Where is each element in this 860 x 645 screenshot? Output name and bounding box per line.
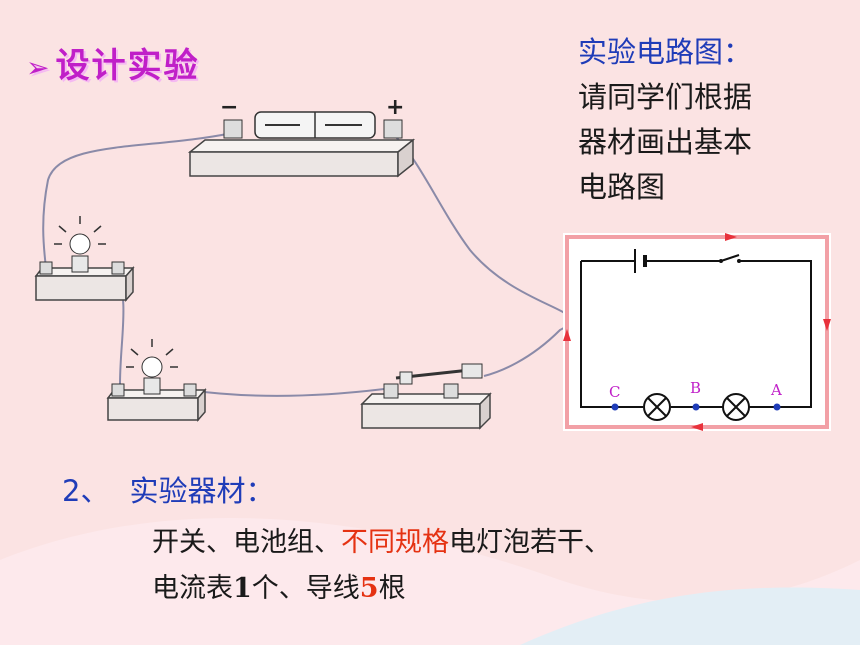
switch-board [360, 363, 492, 430]
battery-board: − + [187, 95, 416, 178]
materials-highlight: 不同规格 [341, 527, 449, 558]
svg-text:−: − [220, 95, 238, 120]
materials-text: 根 [378, 573, 406, 604]
point-a-dot [773, 403, 781, 411]
point-c-dot [611, 403, 619, 411]
arrow-down-icon [823, 319, 831, 331]
point-b-label: B [690, 379, 701, 397]
materials-text: 电灯泡若干、 [449, 527, 611, 558]
circuit-instruction: 实验电路图： 请同学们根据 器材画出基本 电路图 [578, 30, 818, 210]
lamp-symbol [643, 393, 671, 421]
svg-text:+: + [386, 95, 404, 120]
circuit-diagram: C B A [563, 233, 831, 431]
ammeter-count: 1 [233, 573, 252, 604]
slide-title: ➢设计实验 [26, 38, 199, 87]
wire-count: 5 [359, 573, 379, 604]
arrow-up-icon [563, 329, 571, 341]
materials-text: 个、导线 [251, 573, 360, 604]
slide-title-text: 设计实验 [55, 46, 200, 86]
materials-list: 开关、电池组、不同规格电灯泡若干、 电流表1个、导线5根 [152, 520, 792, 612]
point-b-dot [692, 403, 700, 411]
wire [187, 387, 393, 397]
instruction-line: 电路图 [578, 170, 666, 204]
section-number: 2、 [62, 474, 110, 508]
arrow-left-icon [691, 423, 703, 431]
lamp-symbol [722, 393, 750, 421]
instruction-heading: 实验电路图： [578, 35, 753, 69]
materials-text: 电流表 [152, 573, 233, 604]
instruction-line: 器材画出基本 [578, 125, 753, 159]
lamp-board-top [34, 216, 135, 302]
materials-heading: 2、实验器材： [62, 468, 274, 510]
materials-text: 开关、电池组、 [152, 527, 341, 558]
point-c-label: C [609, 383, 620, 401]
point-a-label: A [770, 381, 782, 399]
instruction-line: 请同学们根据 [578, 80, 753, 114]
materials-heading-text: 实验器材： [129, 474, 275, 508]
arrow-right-icon [725, 233, 737, 241]
wire [42, 132, 233, 269]
materials-line-1: 开关、电池组、不同规格电灯泡若干、 [152, 520, 792, 566]
lamp-board-bottom [106, 339, 207, 422]
wire [391, 132, 572, 377]
materials-line-2: 电流表1个、导线5根 [152, 566, 792, 612]
circuit-diagram-svg: C B A [563, 233, 831, 431]
arrow-icon: ➢ [26, 51, 52, 84]
